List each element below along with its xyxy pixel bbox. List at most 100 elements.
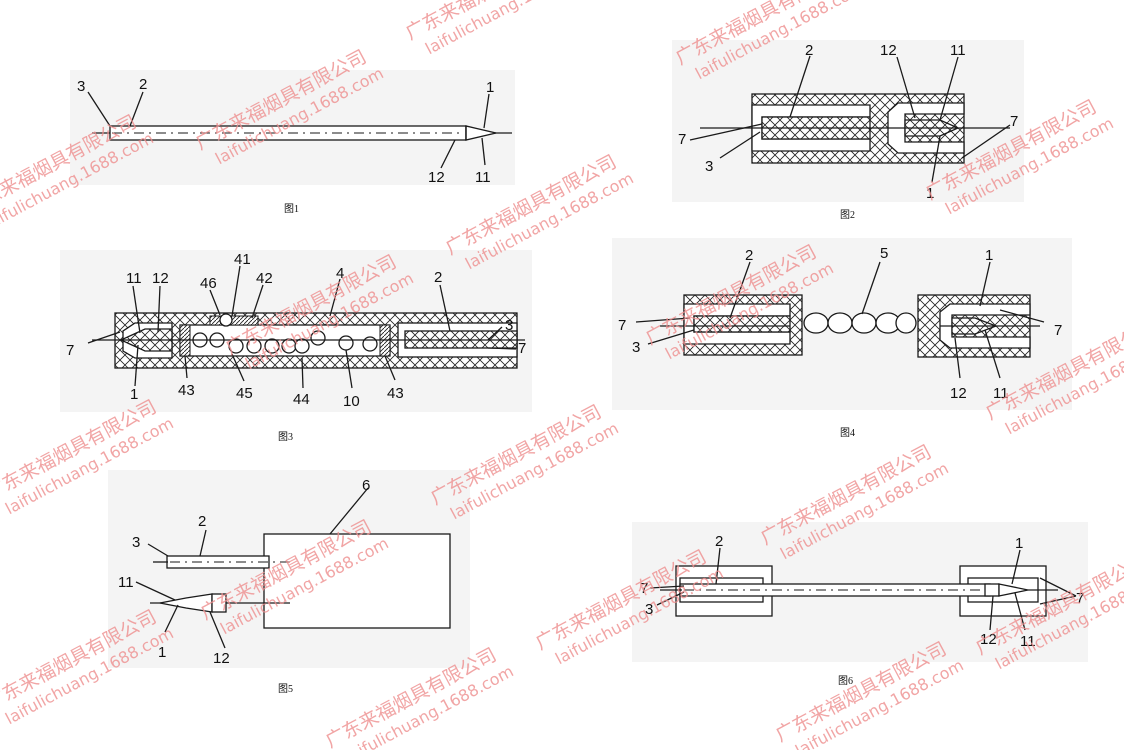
label-12: 12 [428,169,445,186]
needle-sleeve [984,583,1000,597]
label-45: 45 [236,385,253,402]
label-46: 46 [200,275,217,292]
leader [199,529,207,557]
leader [301,357,304,389]
caption-fig1: 图1 [284,203,299,215]
leader [1039,595,1077,605]
caption-fig6: 图6 [838,675,853,687]
label-12: 12 [950,385,967,402]
figure-1: 3 2 1 12 11 图1 [70,70,515,215]
leader [729,261,751,319]
leader [135,581,176,601]
label-2: 2 [434,269,442,286]
leader [483,93,490,129]
label-5: 5 [880,245,888,262]
label-3: 3 [645,601,653,618]
ball [294,338,310,354]
leader [647,329,695,345]
label-11: 11 [993,385,1009,402]
caption-fig5: 图5 [278,683,293,695]
label-44: 44 [293,391,310,408]
leader [345,349,353,389]
tube [679,583,991,597]
leader [147,543,169,557]
leader [961,124,1011,159]
label-1: 1 [486,79,494,96]
label-1: 1 [1015,535,1023,552]
label-7: 7 [66,342,74,359]
label-11: 11 [950,42,966,59]
label-4: 4 [336,265,344,282]
chain-link [827,312,853,334]
leader [209,289,221,316]
label-2: 2 [805,42,813,59]
chain-link [803,312,829,334]
leader [979,261,991,307]
leader [184,355,188,379]
leader [329,278,341,317]
watermark: 广东来福烟具有限公司 laifulichuang.1688.com [427,401,622,523]
label-43-right: 43 [387,385,404,402]
chain-link [851,312,877,334]
label-3: 3 [132,534,140,551]
caption-fig4: 图4 [840,427,855,439]
leader [1039,577,1077,597]
leader [635,317,691,323]
ball [362,336,378,352]
leader [1014,592,1026,631]
leader [861,261,881,315]
label-3: 3 [632,339,640,356]
label-6: 6 [362,477,370,494]
leader [896,56,916,119]
leader [1011,549,1021,585]
needle-sleeve [211,593,227,613]
label-42: 42 [256,270,273,287]
label-2: 2 [198,513,206,530]
leader [129,91,144,127]
ball [228,338,244,354]
label-2: 2 [139,76,147,93]
leader [132,285,141,334]
label-3: 3 [77,78,85,95]
svg-text:laifulichuang.1688.com: laifulichuang.1688.com [342,661,517,750]
leader [487,347,517,350]
right-cavity [939,303,1031,349]
figure-3: 11 12 7 1 46 41 42 4 2 3 7 43 45 44 10 4… [60,250,532,443]
label-3: 3 [505,317,513,334]
leader [384,355,396,381]
chain-link [895,312,917,334]
figure-2: 7 3 2 12 11 7 1 图2 [672,40,1024,221]
label-7-right: 7 [518,340,526,357]
leader [231,353,245,382]
valve-strip [209,315,259,326]
label-7-right: 7 [1076,590,1084,607]
label-11: 11 [1020,633,1036,650]
leader [481,137,486,166]
figure-4: 2 5 1 7 3 7 12 11 图4 [612,238,1072,439]
label-12: 12 [880,42,897,59]
ball [338,335,354,351]
leader [719,131,761,159]
leader [231,265,241,317]
leader [487,326,503,341]
label-2: 2 [715,533,723,550]
label-43: 43 [178,382,195,399]
leader [954,337,961,379]
ball [264,338,280,354]
label-7: 7 [618,317,626,334]
leader [439,284,451,332]
label-10: 10 [343,393,360,410]
label-12: 12 [152,270,169,287]
holder-box [263,533,451,629]
label-3: 3 [705,158,713,175]
leader [440,139,456,169]
leader [157,285,161,333]
leader [251,284,264,319]
label-41: 41 [234,251,251,268]
label-1: 1 [130,386,138,403]
label-1: 1 [985,247,993,264]
figure-5: 3 2 6 11 1 12 图5 [108,470,470,695]
leader [329,487,369,535]
label-12: 12 [980,631,997,648]
leader [931,135,941,183]
